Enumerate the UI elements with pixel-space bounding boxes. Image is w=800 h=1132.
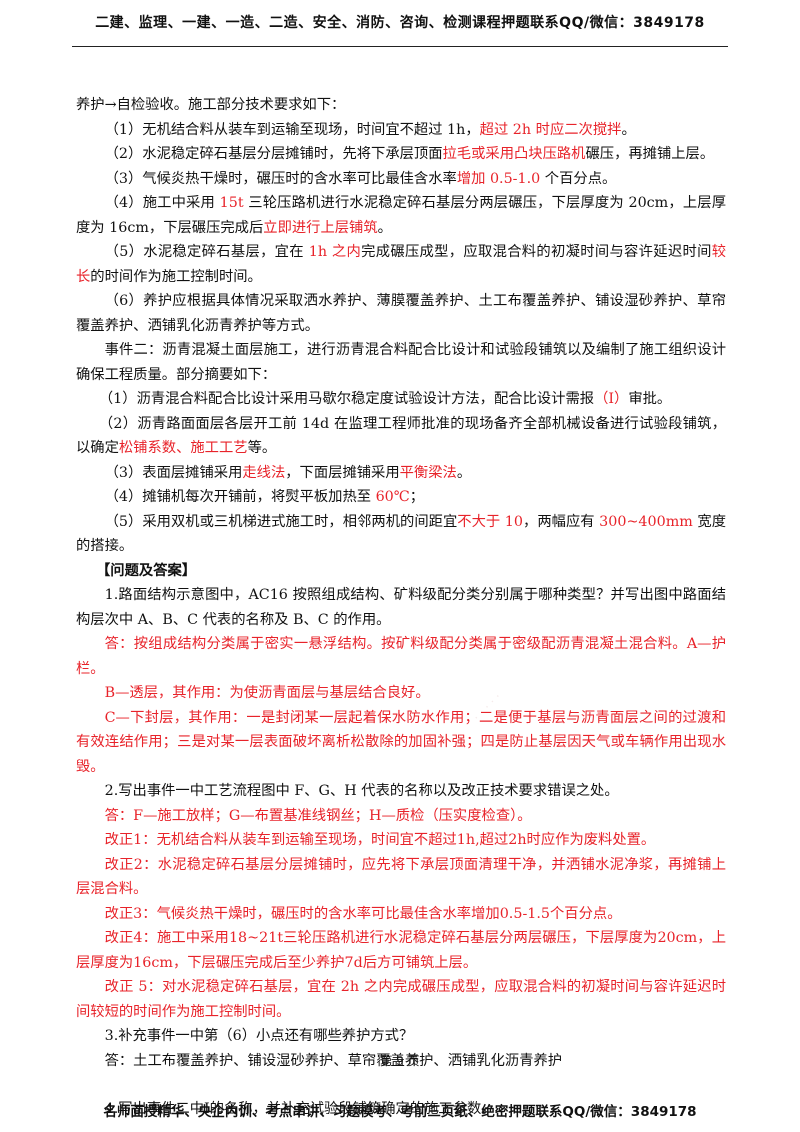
text-run: 4.写出事件二中I的名称，并补充试验段铺筑确定的施工参数。 <box>104 1101 496 1117</box>
paragraph: 改正1：无机结合料从装车到运输至现场，时间宜不超过1h,超过2h时应作为废料处置… <box>76 828 726 853</box>
text-run: 等。 <box>247 440 277 456</box>
paragraph: （5）采用双机或三机梯进式施工时，相邻两机的间距宜不大于 10，两幅应有 300… <box>76 510 726 559</box>
text-run: （5）水泥稳定碎石基层，宜在 <box>104 244 309 260</box>
paragraph: 1.路面结构示意图中，AC16 按照组成结构、矿料级配分类分别属于哪种类型？并写… <box>76 583 726 632</box>
highlighted-text: 改正3：气候炎热干燥时，碾压时的含水率可比最佳含水率增加0.5-1.5个百分点。 <box>104 905 622 922</box>
text-run: （3）表面层摊铺采用 <box>104 464 243 481</box>
text-run: （6）养护应根据具体情况采取洒水养护、薄膜覆盖养护、土工布覆盖养护、铺设湿砂养护… <box>76 293 726 334</box>
text-run: （3）气候炎热干燥时，碾压时的含水率可比最佳含水率 <box>104 170 457 187</box>
highlighted-text: 立即进行上层铺筑 <box>263 219 378 236</box>
text-run: （1）无机结合料从装车到运输至现场，时间宜不超过 1h， <box>104 121 480 138</box>
highlighted-text: 答：按组成结构分类属于密实一悬浮结构。按矿料级配分类属于密级配沥青混凝土混合料。… <box>76 636 726 677</box>
paragraph: 养护→自检验收。施工部分技术要求如下： <box>76 93 726 118</box>
highlighted-text: B—透层，其作用：为使沥青面层与基层结合良好。 <box>104 685 430 701</box>
highlighted-text: 1h 之内 <box>308 244 362 260</box>
text-run: 2.写出事件一中工艺流程图中 F、G、H 代表的名称以及改正技术要求错误之处。 <box>104 783 619 799</box>
highlighted-text: 松铺系数、施工工艺 <box>118 440 248 456</box>
highlighted-text: 拉毛或采用凸块压路机 <box>442 146 586 162</box>
text-run: 碾压，再摊铺上层。 <box>585 146 715 162</box>
paragraph: （4）施工中采用 15t 三轮压路机进行水泥稳定碎石基层分两层碾压，下层厚度为 … <box>76 191 726 240</box>
highlighted-text: C—下封层，其作用：一是封闭某一层起着保水防水作用；二是便于基层与沥青面层之间的… <box>76 709 726 775</box>
document-body: 养护→自检验收。施工部分技术要求如下： （1）无机结合料从装车到运输至现场，时间宜… <box>76 93 726 1122</box>
highlighted-text: 较长 <box>76 244 726 285</box>
text-run: 事件二：沥青混凝土面层施工，进行沥青混合料配合比设计和试验段铺筑以及编制了施工组… <box>76 342 726 383</box>
highlighted-text: （I） <box>594 391 629 407</box>
paragraph: 答：土工布覆盖养护、铺设湿砂养护、草帘覆盖养护、洒铺乳化沥青养护 <box>76 1049 726 1074</box>
text-run: 。 <box>621 121 636 138</box>
paragraph: 事件二：沥青混凝土面层施工，进行沥青混合料配合比设计和试验段铺筑以及编制了施工组… <box>76 338 726 387</box>
text-run: 宽度的搭接。 <box>76 513 727 555</box>
highlighted-text: 增加 0.5-1.0 <box>456 170 541 187</box>
text-run: 。 <box>456 464 472 481</box>
text-run: （4）摊铺机每次开铺前，将熨平板加热至 <box>104 489 376 505</box>
text-run: 的时间作为施工控制时间。 <box>90 268 262 285</box>
paragraph: （1）无机结合料从装车到运输至现场，时间宜不超过 1h，超过 2h 时应二次搅拌… <box>76 118 726 143</box>
text-run: 审批。 <box>628 391 672 407</box>
paragraph: （2）沥青路面面层各层开工前 14d 在监理工程师批准的现场备齐全部机械设备进行… <box>76 412 726 461</box>
highlighted-text: 走线法 <box>242 464 286 481</box>
paragraph: B—透层，其作用：为使沥青面层与基层结合良好。 <box>76 681 726 706</box>
paragraph: 2.写出事件一中工艺流程图中 F、G、H 代表的名称以及改正技术要求错误之处。 <box>76 779 726 804</box>
text-run: 养护→自检验收。施工部分技术要求如下： <box>76 97 346 113</box>
text-run: （1）沥青混合料配合比设计采用马歇尔稳定度试验设计方法，配合比设计需报 <box>98 391 595 407</box>
text-run: 三轮压路机进行水泥稳定碎石基层分两层碾压，下层厚度为 20cm，上层厚度为 16… <box>76 195 727 236</box>
paragraph: （4）摊铺机每次开铺前，将熨平板加热至 60℃； <box>76 485 726 510</box>
text-run: 3.补充事件一中第（6）小点还有哪些养护方式？ <box>104 1028 414 1044</box>
paragraph: （1）沥青混合料配合比设计采用马歇尔稳定度试验设计方法，配合比设计需报（I）审批… <box>76 387 726 412</box>
text-run: （2）水泥稳定碎石基层分层摊铺时，先将下承层顶面 <box>104 146 443 162</box>
blank-line <box>76 1073 726 1097</box>
paragraph: 改正3：气候炎热干燥时，碾压时的含水率可比最佳含水率增加0.5-1.5个百分点。 <box>76 902 726 927</box>
paragraph: C—下封层，其作用：一是封闭某一层起着保水防水作用；二是便于基层与沥青面层之间的… <box>76 706 726 780</box>
text-run: 答：土工布覆盖养护、铺设湿砂养护、草帘覆盖养护、洒铺乳化沥青养护 <box>104 1052 563 1069</box>
page-header: 二建、监理、一建、一造、二造、安全、消防、咨询、检测课程押题联系QQ/微信：38… <box>95 15 705 31</box>
paragraph: 改正 5：对水泥稳定碎石基层，宜在 2h 之内完成碾压成型，应取混合料的初凝时间… <box>76 975 726 1024</box>
text-run: 完成碾压成型，应取混合料的初凝时间与容许延迟时间 <box>361 244 712 260</box>
header-divider <box>72 46 728 47</box>
paragraph: 改正2：水泥稳定碎石基层分层摊铺时，应先将下承层顶面清理干净，并洒铺水泥净浆，再… <box>76 853 726 902</box>
text-run: （4）施工中采用 <box>104 195 220 211</box>
paragraph: 答：F—施工放样；G—布置基准线钢丝；H—质检（压实度检查）。 <box>76 804 726 829</box>
paragraph: 改正4：施工中采用18~21t三轮压路机进行水泥稳定碎石基层分两层碾压，下层厚度… <box>76 926 726 975</box>
text-run: 。 <box>377 219 392 236</box>
highlighted-text: 改正2：水泥稳定碎石基层分层摊铺时，应先将下承层顶面清理干净，并洒铺水泥净浆，再… <box>76 856 726 898</box>
highlighted-text: 300~400mm <box>599 513 693 530</box>
highlighted-text: 改正 5：对水泥稳定碎石基层，宜在 2h 之内完成碾压成型，应取混合料的初凝时间… <box>76 979 726 1020</box>
text-run: ，两幅应有 <box>522 513 600 530</box>
paragraph: （5）水泥稳定碎石基层，宜在 1h 之内完成碾压成型，应取混合料的初凝时间与容许… <box>76 240 726 289</box>
text-run: （2）沥青路面面层各层开工前 14d 在监理工程师批准的现场备齐全部机械设备进行… <box>76 415 726 457</box>
paragraph: 答：按组成结构分类属于密实一悬浮结构。按矿料级配分类属于密级配沥青混凝土混合料。… <box>76 632 726 681</box>
paragraph: 3.补充事件一中第（6）小点还有哪些养护方式？ <box>76 1024 726 1049</box>
paragraph: （2）水泥稳定碎石基层分层摊铺时，先将下承层顶面拉毛或采用凸块压路机碾压，再摊铺… <box>76 142 726 167</box>
highlighted-text: 改正1：无机结合料从装车到运输至现场，时间宜不超过1h,超过2h时应作为废料处置… <box>104 832 656 848</box>
highlighted-text: 答：F—施工放样；G—布置基准线钢丝；H—质检（压实度检查）。 <box>104 807 532 824</box>
page-number: 第 9 页 <box>380 1054 420 1068</box>
highlighted-text: 不大于 10 <box>457 513 523 530</box>
paragraph: （3）气候炎热干燥时，碾压时的含水率可比最佳含水率增加 0.5-1.0 个百分点… <box>76 167 726 192</box>
highlighted-text: 15t <box>219 195 244 211</box>
paragraph: 【问题及答案】 <box>76 559 726 584</box>
page-footer: 名师面授精华、央企内训、考点串讲、习题模考、考前三页纸、绝密押题联系QQ/微信：… <box>103 1104 697 1120</box>
text-run: ，下面层摊铺采用 <box>285 464 400 481</box>
text-run: 【问题及答案】 <box>96 562 197 579</box>
text-run: 个百分点。 <box>540 170 617 187</box>
highlighted-text: 改正4：施工中采用18~21t三轮压路机进行水泥稳定碎石基层分两层碾压，下层厚度… <box>76 930 726 971</box>
highlighted-text: 平衡梁法 <box>399 464 457 481</box>
paragraph: 4.写出事件二中I的名称，并补充试验段铺筑确定的施工参数。 <box>76 1097 726 1122</box>
paragraph: （3）表面层摊铺采用走线法，下面层摊铺采用平衡梁法。 <box>76 461 726 486</box>
highlighted-text: 超过 2h 时应二次搅拌 <box>479 121 622 138</box>
text-run: 1.路面结构示意图中，AC16 按照组成结构、矿料级配分类分别属于哪种类型？并写… <box>76 587 726 628</box>
highlighted-text: 60℃ <box>375 489 410 505</box>
paragraph: （6）养护应根据具体情况采取洒水养护、薄膜覆盖养护、土工布覆盖养护、铺设湿砂养护… <box>76 289 726 338</box>
text-run: （5）采用双机或三机梯进式施工时，相邻两机的间距宜 <box>104 513 458 530</box>
text-run: ； <box>409 489 425 505</box>
